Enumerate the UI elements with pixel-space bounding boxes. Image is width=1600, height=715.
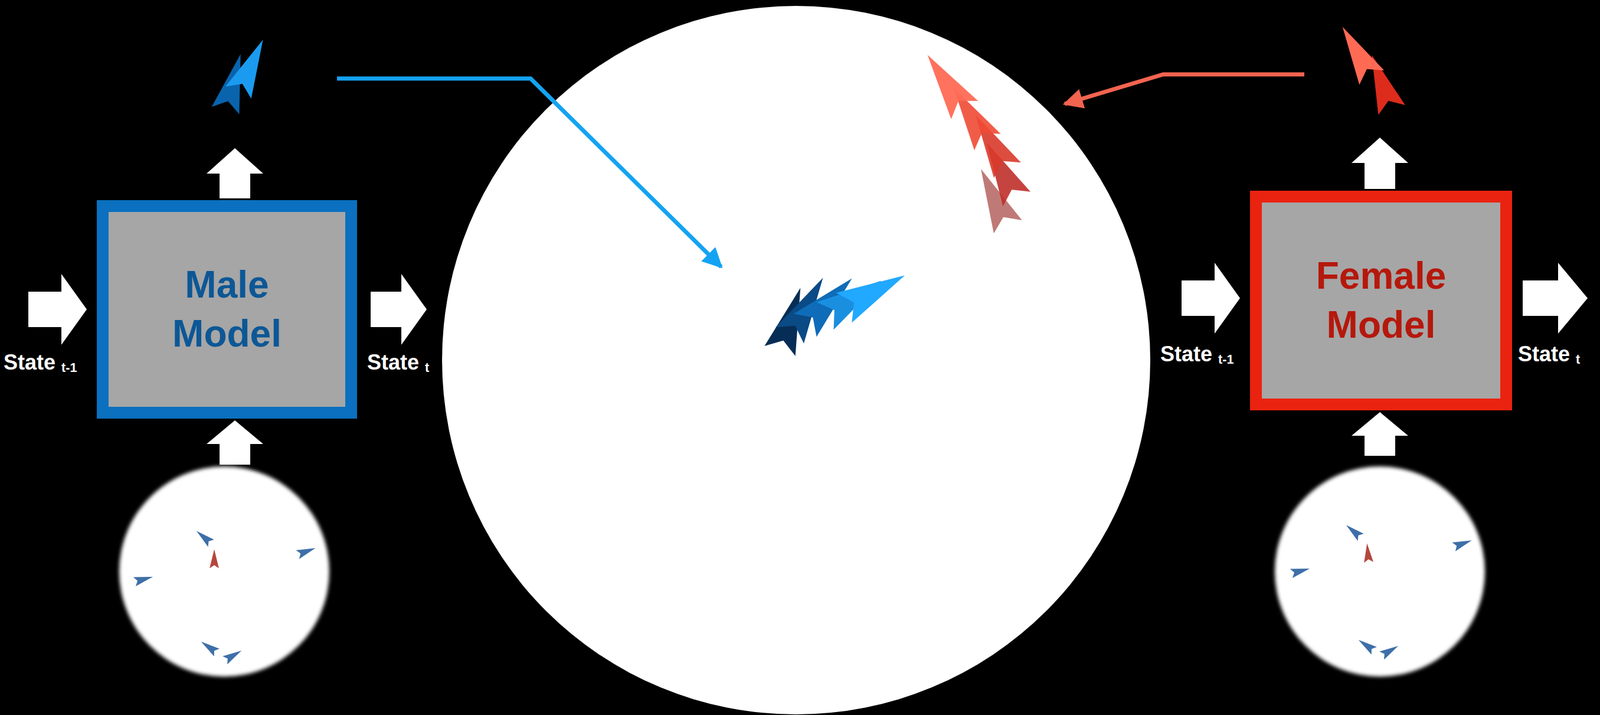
label-word: State	[3, 349, 62, 375]
label-subscript: t	[424, 360, 430, 375]
label-subscript: t-1	[1218, 351, 1234, 367]
label-word: State	[367, 349, 425, 375]
male-fish-track	[764, 260, 913, 356]
state-label: State t-1	[3, 349, 77, 376]
observation-right	[1274, 466, 1485, 677]
label-subscript: t-1	[61, 360, 77, 375]
model-label: Female Model	[1295, 251, 1467, 350]
female-fish-track	[914, 46, 1031, 234]
label-subscript: t	[1575, 351, 1580, 367]
arena-circle	[442, 5, 1151, 715]
prediction-arrow	[336, 78, 722, 267]
state-label: State t	[1517, 341, 1580, 368]
model-box: Female Model	[1250, 190, 1513, 411]
female-prediction	[1330, 20, 1406, 116]
model-label: Male Model	[141, 260, 313, 359]
state-label: State t	[367, 349, 430, 376]
prediction-arrow	[1064, 74, 1305, 104]
model-box: Male Model	[96, 200, 358, 419]
observation-left	[119, 466, 330, 677]
label-word: State	[1160, 341, 1219, 366]
state-label: State t-1	[1160, 341, 1234, 368]
label-word: State	[1517, 341, 1576, 366]
male-prediction	[211, 33, 277, 115]
block-arrows	[28, 137, 1588, 465]
